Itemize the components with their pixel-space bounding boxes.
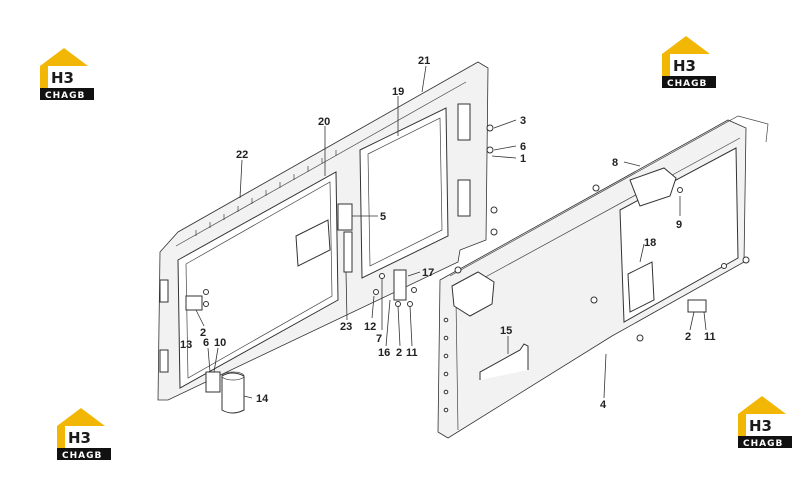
flange-holes bbox=[443, 317, 449, 413]
callout-9: 9 bbox=[676, 219, 682, 231]
callout-2: 2 bbox=[396, 347, 402, 359]
callout-2-right: 2 bbox=[685, 331, 691, 343]
callout-15: 15 bbox=[500, 325, 512, 337]
callout-11-right: 11 bbox=[704, 331, 716, 343]
callout-labels: 21 19 20 22 3 6 1 5 8 9 18 17 7 12 23 16… bbox=[180, 55, 716, 411]
callout-7: 7 bbox=[376, 333, 382, 345]
callout-16: 16 bbox=[378, 347, 390, 359]
callout-11: 11 bbox=[406, 347, 418, 359]
svg-text:H3: H3 bbox=[749, 417, 772, 435]
callout-4: 4 bbox=[600, 399, 607, 411]
callout-13: 13 bbox=[180, 339, 192, 351]
callout-20: 20 bbox=[318, 116, 330, 128]
brand-logo-icon: H3 CHAGB bbox=[40, 48, 94, 101]
clip-part-14 bbox=[221, 371, 245, 414]
callout-19: 19 bbox=[392, 86, 404, 98]
brand-logo-icon: H3 CHAGB bbox=[738, 396, 792, 449]
callout-2-left: 2 bbox=[200, 327, 206, 339]
frame-assembly-4 bbox=[437, 115, 769, 439]
callout-22: 22 bbox=[236, 149, 248, 161]
callout-1: 1 bbox=[520, 153, 526, 165]
callout-5: 5 bbox=[380, 211, 386, 223]
svg-text:H3: H3 bbox=[673, 57, 696, 75]
svg-text:CHAGB: CHAGB bbox=[62, 451, 102, 461]
brand-logo-icon: H3 CHAGB bbox=[662, 36, 716, 89]
callout-23: 23 bbox=[340, 321, 352, 333]
svg-text:CHAGB: CHAGB bbox=[743, 439, 783, 449]
callout-14: 14 bbox=[256, 393, 269, 405]
svg-text:CHAGB: CHAGB bbox=[667, 79, 707, 89]
callout-12: 12 bbox=[364, 321, 376, 333]
callout-6: 6 bbox=[520, 141, 526, 153]
callout-18: 18 bbox=[644, 237, 656, 249]
svg-text:CHAGB: CHAGB bbox=[45, 91, 85, 101]
door-panel-assembly bbox=[157, 61, 498, 401]
callout-10: 10 bbox=[214, 337, 226, 349]
callout-6-left: 6 bbox=[203, 337, 209, 349]
callout-3: 3 bbox=[520, 115, 526, 127]
callout-8: 8 bbox=[612, 157, 618, 169]
vent-holes bbox=[195, 150, 337, 236]
brand-logo-icon: H3 CHAGB bbox=[57, 408, 111, 461]
svg-text:H3: H3 bbox=[68, 429, 91, 447]
callout-leaders bbox=[195, 65, 707, 399]
callout-17: 17 bbox=[422, 267, 434, 279]
svg-text:H3: H3 bbox=[51, 69, 74, 87]
callout-21: 21 bbox=[418, 55, 430, 67]
